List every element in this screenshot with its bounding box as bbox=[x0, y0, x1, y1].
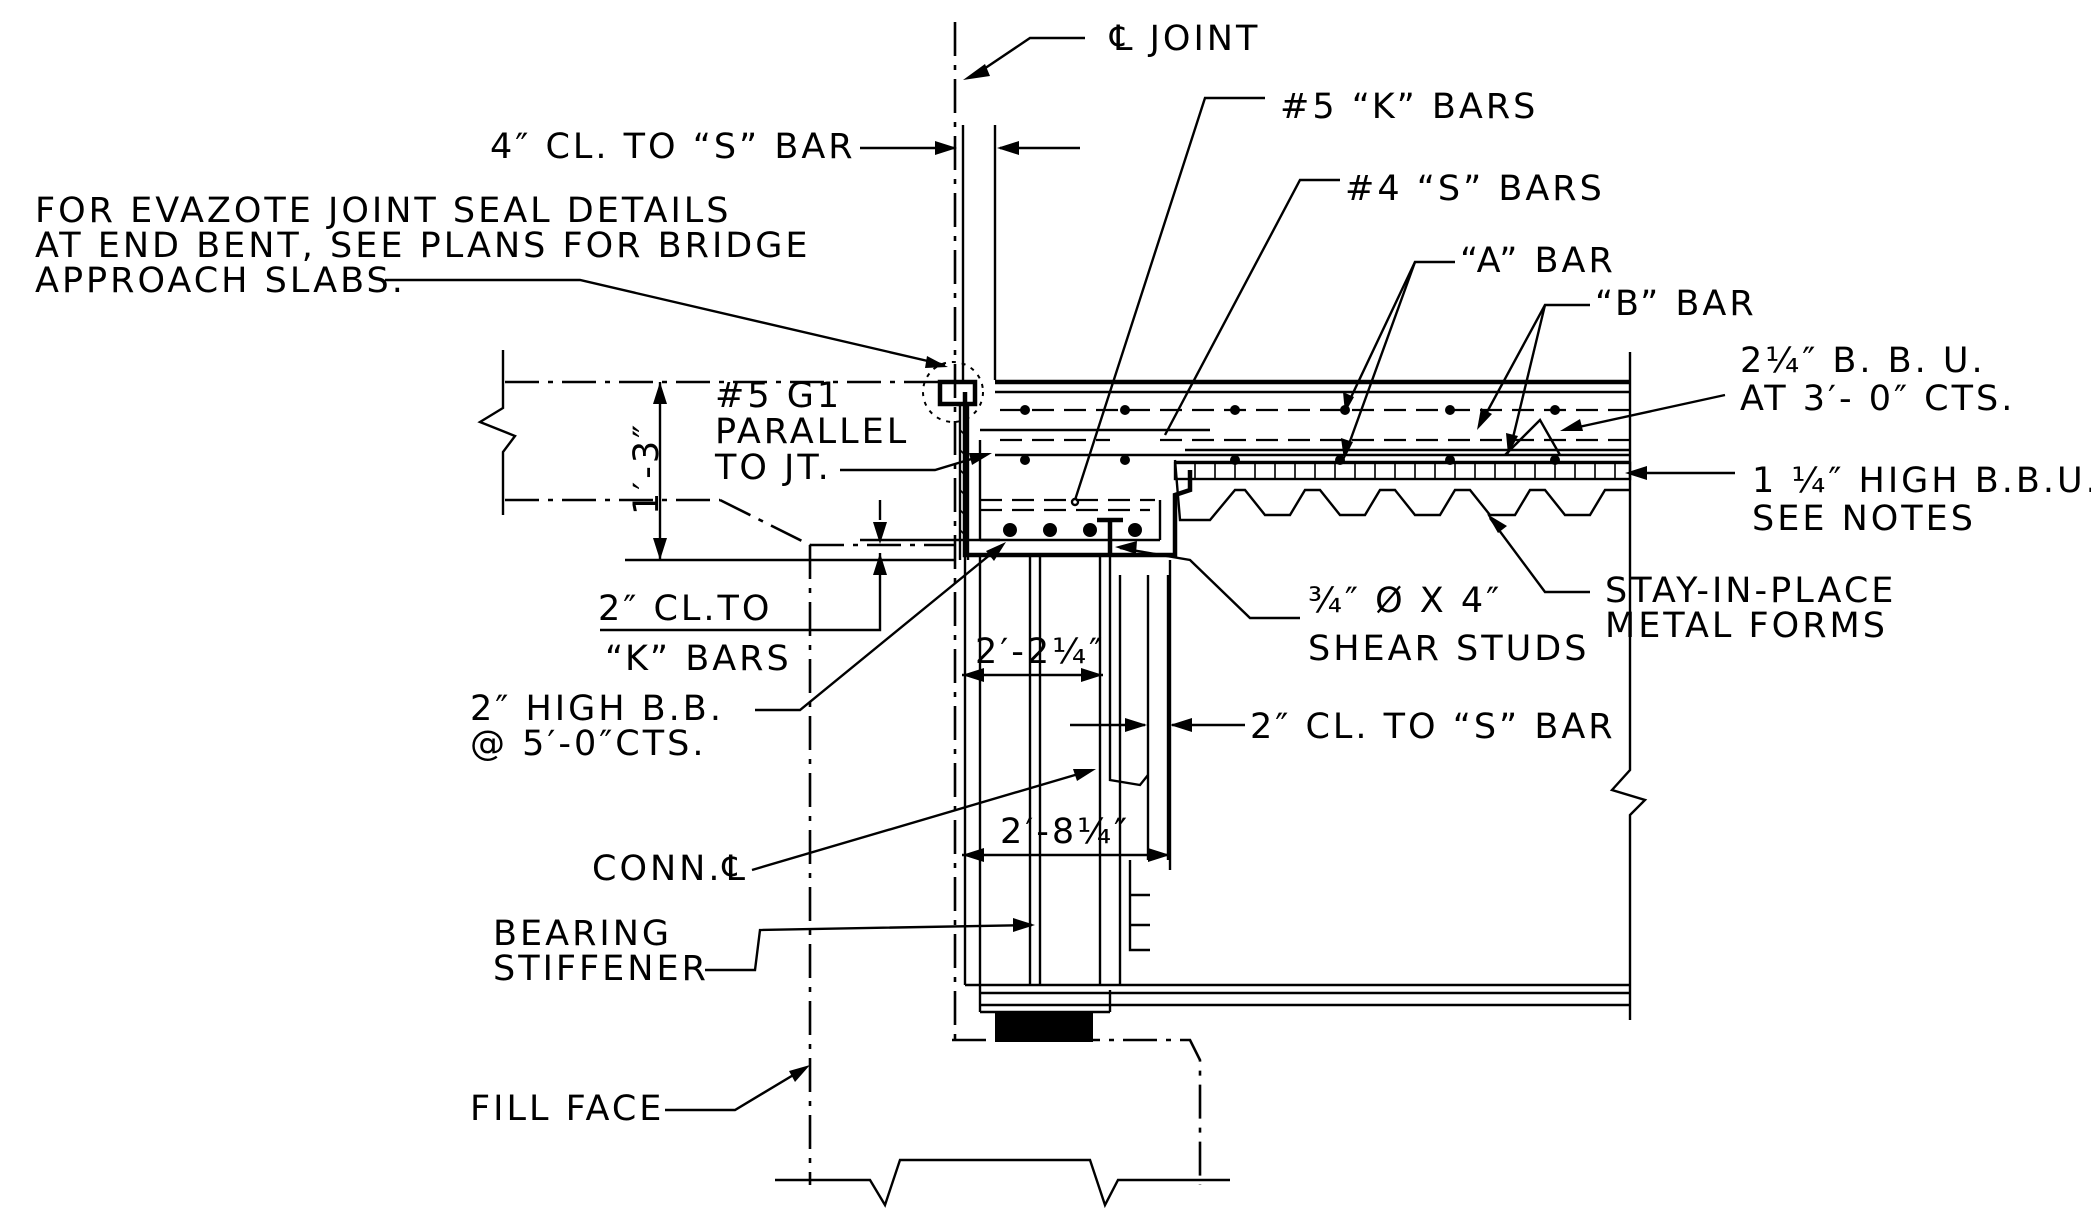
label-s-bars: #4 “S” BARS bbox=[1345, 169, 1605, 209]
leaders bbox=[385, 36, 1735, 1112]
label-cl-joint: ℄ JOINT bbox=[1109, 19, 1260, 59]
label-g1-line2: PARALLEL bbox=[715, 412, 909, 452]
label-evazote-line1: FOR EVAZOTE JOINT SEAL DETAILS bbox=[35, 191, 732, 231]
label-g1-line1: #5 G1 bbox=[715, 376, 842, 416]
label-forms-line1: STAY-IN-PLACE bbox=[1605, 571, 1896, 611]
label-4in-cl-to-s-bar: 4″ CL. TO “S” BAR bbox=[490, 127, 856, 167]
label-a-bar: “A” BAR bbox=[1460, 241, 1616, 281]
label-fill-face: FILL FACE bbox=[470, 1089, 664, 1129]
label-cl-k-line2: “K” BARS bbox=[605, 639, 792, 679]
label-forms-line2: METAL FORMS bbox=[1605, 606, 1888, 646]
label-cl-k-line1: 2″ CL.TO bbox=[598, 589, 772, 629]
annotations: ℄ JOINT 4″ CL. TO “S” BAR #5 “K” BARS #4… bbox=[35, 19, 2091, 1129]
label-bbu-225-line2: AT 3′- 0″ CTS. bbox=[1740, 379, 2015, 419]
label-bbu-125-line2: SEE NOTES bbox=[1752, 499, 1976, 539]
label-dim-1-3: 1′-3″ bbox=[627, 422, 667, 515]
label-conn-pl: CONN.℄ bbox=[592, 849, 748, 889]
label-g1-line3: TO JT. bbox=[714, 448, 832, 488]
label-bearing-line2: STIFFENER bbox=[493, 949, 709, 989]
label-evazote-line3: APPROACH SLABS. bbox=[35, 261, 406, 301]
label-b-bar: “B” BAR bbox=[1595, 284, 1757, 324]
label-bbu-225-line1: 2¼″ B. B. U. bbox=[1740, 341, 1986, 381]
label-2in-cl-to-s-bar: 2″ CL. TO “S” BAR bbox=[1250, 707, 1616, 747]
label-studs-line1: ¾″ Ø X 4″ bbox=[1308, 581, 1502, 621]
label-bb-line2: @ 5′-0″CTS. bbox=[470, 724, 706, 764]
rebar-dots bbox=[1003, 405, 1560, 537]
label-studs-line2: SHEAR STUDS bbox=[1308, 629, 1589, 669]
label-dim-2-2: 2′-2¼″ bbox=[975, 632, 1105, 672]
label-bearing-line1: BEARING bbox=[493, 914, 672, 954]
label-evazote-line2: AT END BENT, SEE PLANS FOR BRIDGE bbox=[35, 226, 810, 266]
label-dim-2-8: 2′-8¼″ bbox=[1000, 812, 1130, 852]
label-bbu-125-line1: 1 ¼″ HIGH B.B.U. bbox=[1752, 461, 2091, 501]
label-k-bars: #5 “K” BARS bbox=[1280, 87, 1538, 127]
label-bb-line1: 2″ HIGH B.B. bbox=[470, 689, 724, 729]
